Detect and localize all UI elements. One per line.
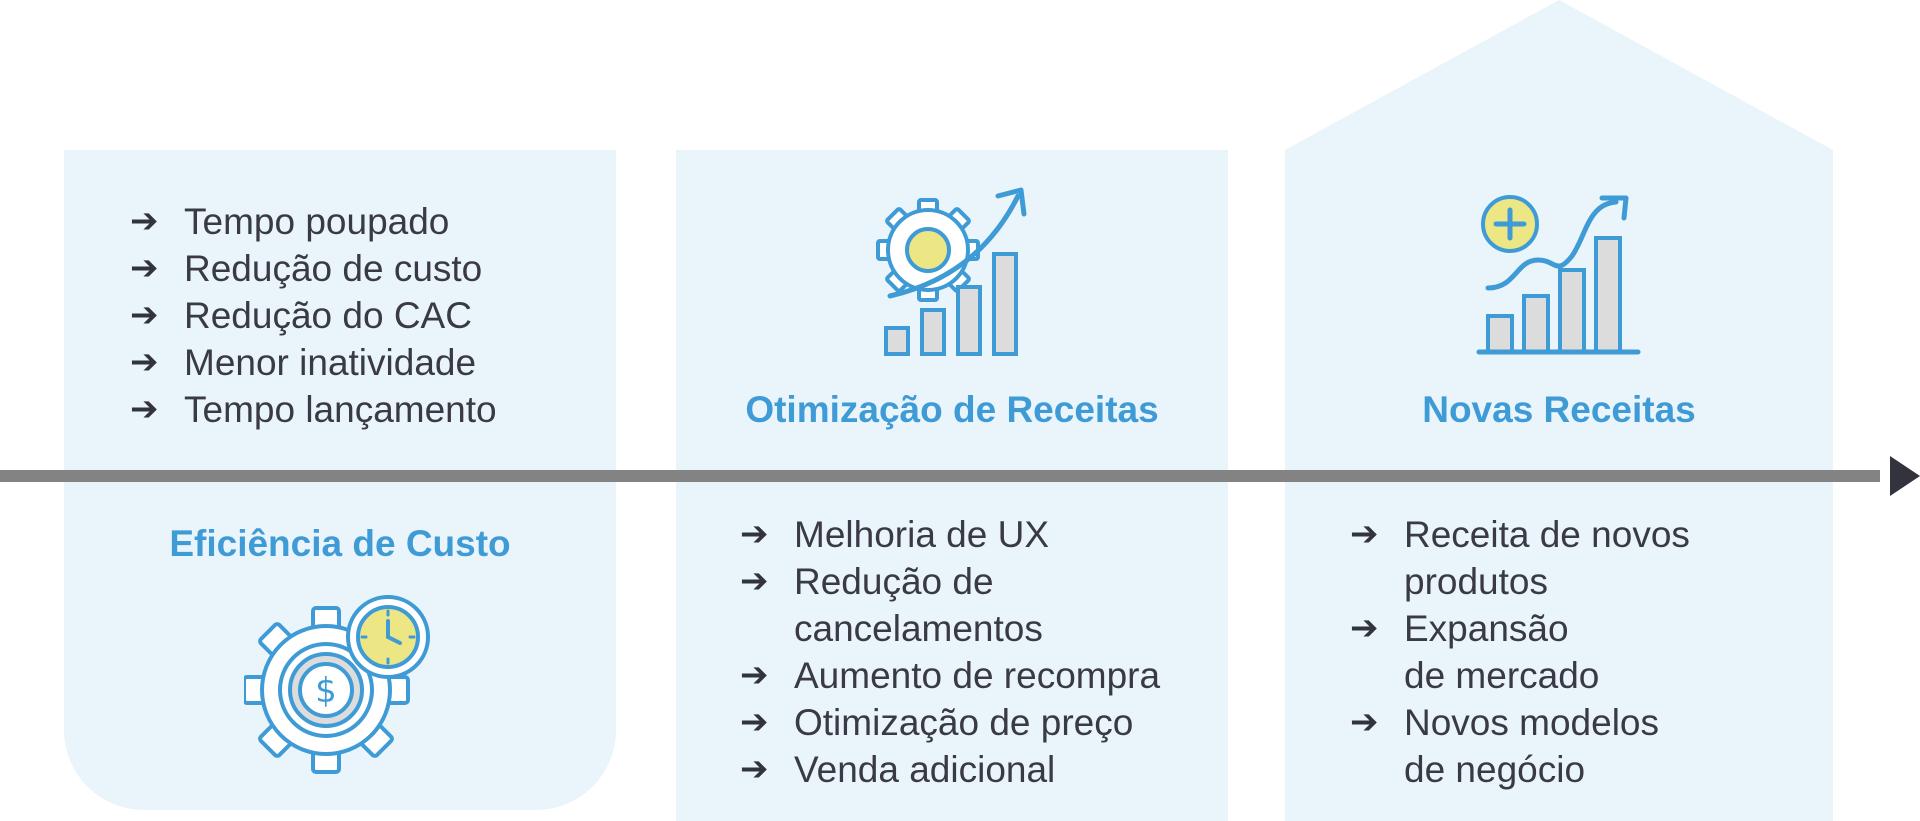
timeline-bar [0, 470, 1880, 482]
gear-dollar-clock-icon: $ [244, 595, 430, 774]
arrow-icon: ➔ [1350, 515, 1379, 553]
arrow-icon: ➔ [740, 750, 769, 788]
cost-efficiency-title: Eficiência de Custo [169, 523, 511, 564]
list-item: ➔Menor inatividade [130, 339, 497, 386]
arrow-icon: ➔ [740, 515, 769, 553]
gear-growth-chart-icon [876, 187, 1027, 356]
list-item: ➔Tempo lançamento [130, 386, 497, 433]
revenue-optimization-title: Otimização de Receitas [745, 389, 1159, 430]
arrow-icon: ➔ [130, 202, 159, 240]
arrow-icon: ➔ [130, 390, 159, 428]
list-item: ➔Aumento de recompra [740, 652, 1160, 699]
arrow-icon: ➔ [130, 249, 159, 287]
arrow-icon: ➔ [740, 703, 769, 741]
list-item: ➔Venda adicional [740, 746, 1160, 793]
list-item: ➔Redução do CAC [130, 292, 497, 339]
arrow-icon: ➔ [1350, 609, 1379, 647]
cost-efficiency-list: ➔Tempo poupado ➔Redução de custo ➔Reduçã… [130, 198, 497, 433]
timeline-arrowhead-icon [1890, 456, 1920, 496]
list-item: ➔Melhoria de UX [740, 511, 1160, 558]
plus-growth-chart-icon [1476, 195, 1641, 355]
new-revenue-title: Novas Receitas [1422, 389, 1696, 430]
arrow-icon: ➔ [1350, 703, 1379, 741]
arrow-icon: ➔ [130, 296, 159, 334]
arrow-icon: ➔ [130, 343, 159, 381]
list-item: ➔Tempo poupado [130, 198, 497, 245]
list-item: ➔Otimização de preço [740, 699, 1160, 746]
arrow-icon: ➔ [740, 656, 769, 694]
arrow-icon: ➔ [740, 562, 769, 600]
list-item: ➔Redução de custo [130, 245, 497, 292]
new-revenue-panel [1285, 0, 1833, 821]
svg-text:$: $ [315, 671, 337, 711]
